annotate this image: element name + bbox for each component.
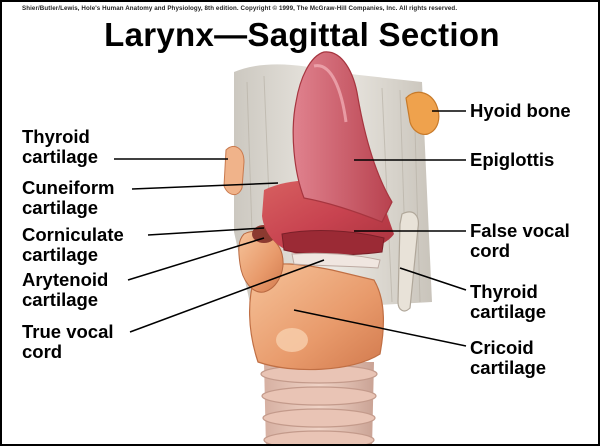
label-thyroid-cartilage-right: Thyroid cartilage	[470, 282, 546, 322]
label-arytenoid-cartilage: Arytenoid cartilage	[22, 270, 108, 310]
thyroid-cartilage-posterior	[224, 146, 244, 194]
label-corniculate-cartilage: Corniculate cartilage	[22, 225, 124, 265]
trachea-ring-2	[262, 387, 376, 405]
label-false-vocal-cord: False vocal cord	[470, 221, 570, 261]
trachea-ring-3	[263, 409, 375, 427]
label-thyroid-cartilage-left: Thyroid cartilage	[22, 127, 98, 167]
label-hyoid-bone: Hyoid bone	[470, 101, 571, 121]
label-true-vocal-cord: True vocal cord	[22, 322, 114, 362]
label-cricoid-cartilage: Cricoid cartilage	[470, 338, 546, 378]
label-cuneiform-cartilage: Cuneiform cartilage	[22, 178, 115, 218]
label-epiglottis: Epiglottis	[470, 150, 554, 170]
